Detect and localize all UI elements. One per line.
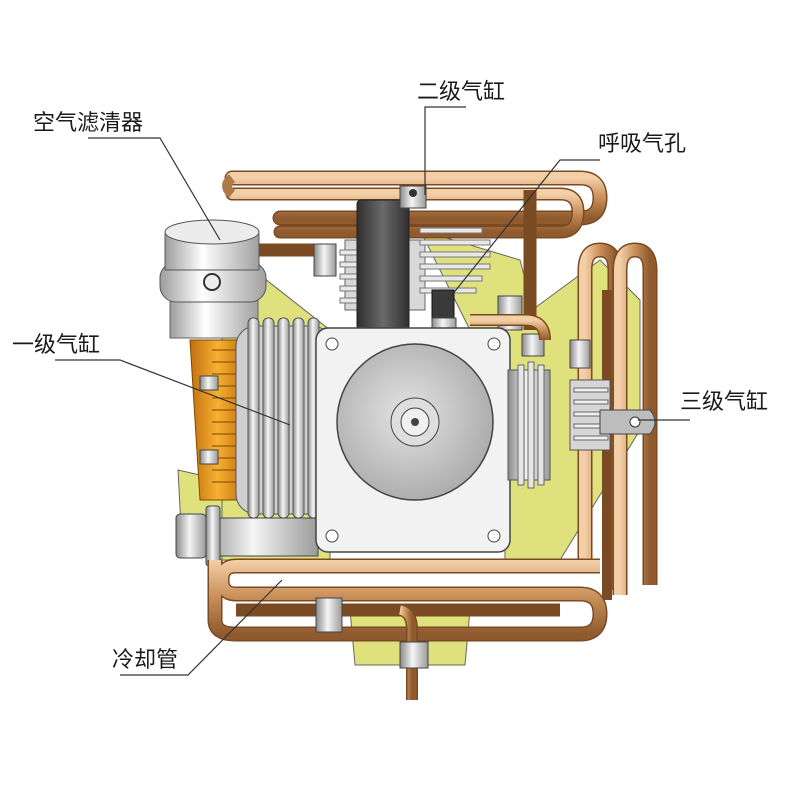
air-filter-icon xyxy=(159,219,267,339)
label-cooling-pipe: 冷却管 xyxy=(112,648,179,673)
bottom-cooling-coils xyxy=(207,558,608,700)
breather-hole xyxy=(431,289,457,333)
label-air-filter: 空气滤清器 xyxy=(33,111,144,136)
leader-lines xyxy=(55,106,690,676)
leader-stage2 xyxy=(424,106,466,195)
stage2-cylinder xyxy=(339,185,491,331)
leader-breather xyxy=(447,159,600,301)
bottom-left-fitting xyxy=(175,505,319,567)
orange-bracket xyxy=(189,339,246,501)
main-plate xyxy=(315,327,511,553)
top-fittings xyxy=(313,243,591,369)
stage3-cylinder xyxy=(507,361,656,489)
label-breather-hole: 呼吸气孔 xyxy=(598,132,687,157)
right-cooling-coils xyxy=(577,242,658,600)
label-stage1-cylinder: 一级气缸 xyxy=(12,333,101,358)
leader-air-filter xyxy=(88,137,221,241)
label-stage3-cylinder: 三级气缸 xyxy=(680,390,769,415)
leader-stage1 xyxy=(55,359,291,426)
leader-cooling xyxy=(120,579,283,676)
label-stage2-cylinder: 二级气缸 xyxy=(417,80,506,105)
